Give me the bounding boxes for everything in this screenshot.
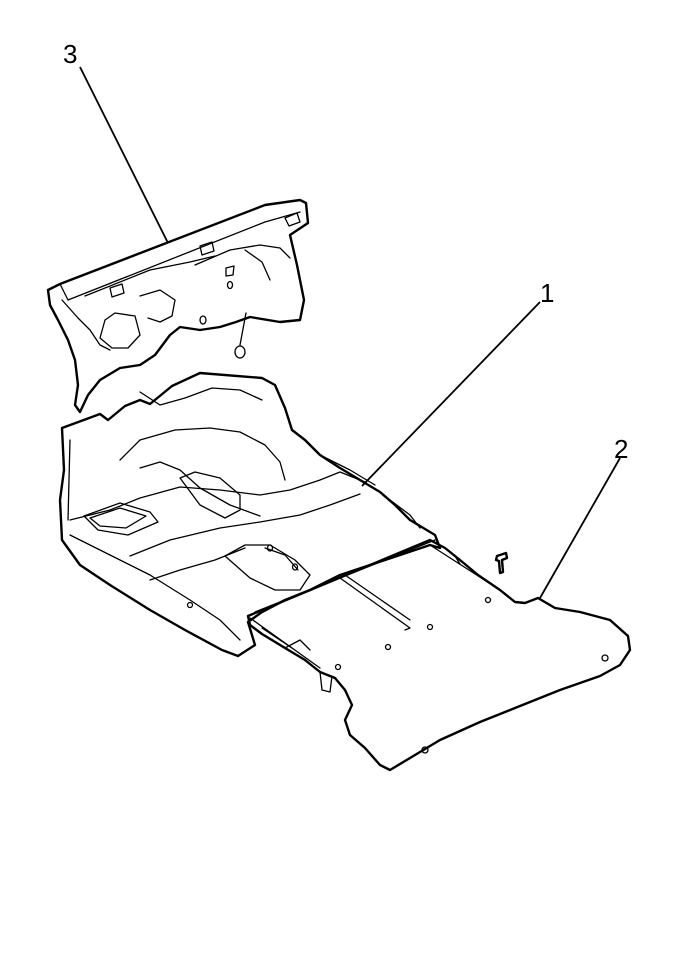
leader-line-3 [79, 66, 169, 244]
callout-label-2: 2 [614, 434, 628, 464]
dash-insulator [46, 198, 310, 414]
carpet-floor-panel [58, 371, 442, 658]
push-pin-fastener [494, 551, 509, 575]
leader-line-1 [361, 301, 541, 487]
leader-line-2 [539, 457, 621, 599]
callout-label-3: 3 [63, 39, 77, 69]
rear-cargo-mat [246, 538, 632, 772]
callout-label-1: 1 [540, 278, 554, 308]
